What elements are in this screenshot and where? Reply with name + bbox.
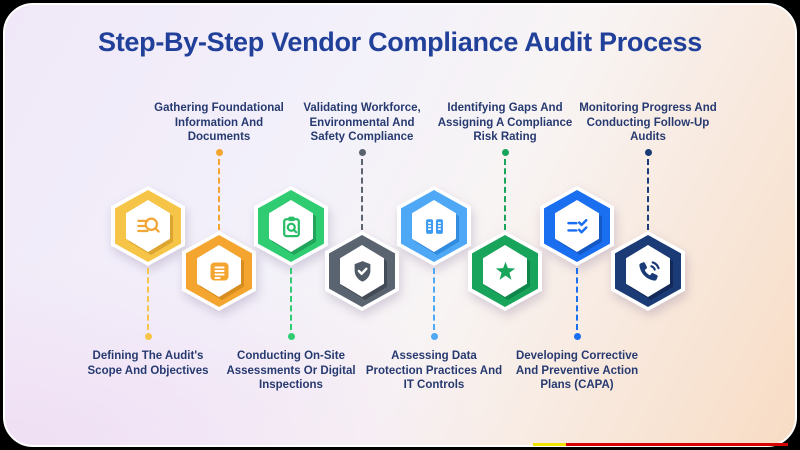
step-label: Gathering Foundational Information And D… bbox=[154, 102, 284, 144]
connector-line bbox=[504, 159, 506, 230]
step-label: Defining The Audit's Scope And Objective… bbox=[87, 350, 209, 377]
hexagon-step-4 bbox=[325, 231, 399, 311]
list-search-icon bbox=[136, 217, 160, 233]
connector-line bbox=[147, 268, 149, 330]
connector-dot bbox=[215, 149, 223, 156]
progress-strip-red bbox=[566, 443, 788, 446]
connector-line bbox=[433, 268, 435, 330]
connector-dot bbox=[144, 333, 152, 340]
clipboard-search-icon bbox=[282, 216, 300, 237]
step-label: Assessing Data Protection Practices And … bbox=[365, 350, 503, 392]
hexagon-step-7 bbox=[540, 186, 614, 266]
step-label: Identifying Gaps And Assigning A Complia… bbox=[437, 102, 573, 144]
hexagon-step-3 bbox=[254, 186, 328, 266]
step-label: Conducting On-Site Assessments Or Digita… bbox=[226, 350, 356, 392]
hexagon-step-5 bbox=[397, 186, 471, 266]
document-icon bbox=[210, 262, 228, 280]
hexagon-step-6 bbox=[468, 231, 542, 311]
server-icon bbox=[425, 218, 443, 234]
connector-dot bbox=[358, 149, 366, 156]
page-title: Step-By-Step Vendor Compliance Audit Pro… bbox=[98, 27, 702, 57]
step-label: Validating Workforce, Environmental And … bbox=[303, 102, 421, 144]
shield-check-icon bbox=[354, 260, 370, 282]
connector-dot bbox=[573, 333, 581, 340]
hexagon-step-1 bbox=[111, 186, 185, 266]
phone-call-icon bbox=[638, 260, 660, 281]
hexagon-step-2 bbox=[182, 231, 256, 311]
connector-line bbox=[576, 268, 578, 330]
checklist-icon bbox=[566, 218, 588, 233]
connector-line bbox=[647, 159, 649, 230]
connector-dot bbox=[287, 333, 295, 340]
step-label: Developing Corrective And Preventive Act… bbox=[515, 350, 639, 392]
hexagon-step-8 bbox=[611, 231, 685, 311]
connector-dot bbox=[501, 149, 509, 156]
connector-line bbox=[361, 159, 363, 230]
connector-line bbox=[290, 268, 292, 330]
connector-line bbox=[218, 159, 220, 230]
connector-dot bbox=[644, 149, 652, 156]
connector-dot bbox=[430, 333, 438, 340]
star-icon bbox=[495, 261, 515, 280]
step-label: Monitoring Progress And Conducting Follo… bbox=[579, 102, 717, 144]
progress-strip-yellow bbox=[533, 443, 566, 446]
